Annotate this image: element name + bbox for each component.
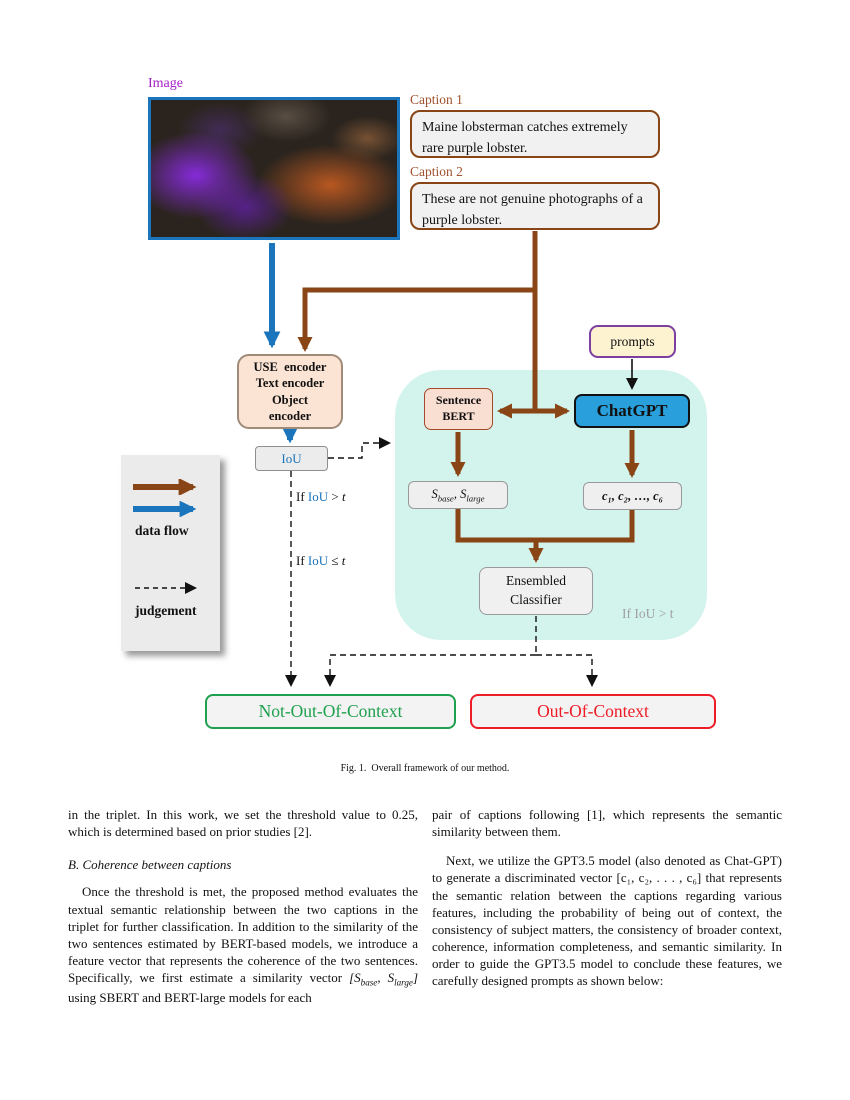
iou-box: IoU [255, 446, 328, 471]
caption-1-text: Maine lobsterman catches extremely rare … [422, 120, 628, 156]
use-encoder-box: USE encoder Text encoder Object encoder [237, 354, 343, 429]
lobster-photo [148, 97, 400, 240]
similarity-vector-math: [Sbase, Slarge] [349, 970, 418, 988]
c-vector-box: c₁, c₂, …, c₆ [583, 482, 682, 510]
sentence-bert-box: Sentence BERT [424, 388, 493, 430]
caption-1-box: Maine lobsterman catches extremely rare … [410, 110, 660, 158]
use-encoder-line: encoder [268, 408, 312, 423]
ensembled-line: Ensembled [506, 573, 566, 589]
not-out-of-context-box: Not-Out-Of-Context [205, 694, 456, 729]
out-of-context-label: Out-Of-Context [537, 701, 649, 721]
iou-gt-judgement-arrow [328, 437, 391, 459]
body-paragraph: in the triplet. In this work, we set the… [68, 807, 418, 840]
s-vector-text: Sbase, Slarge [431, 486, 485, 504]
figure-caption: Fig. 1. Overall framework of our method. [340, 763, 510, 774]
figure-1: Image Caption 1 Maine lobsterman catches… [121, 76, 716, 774]
ensembled-classifier-box: Ensembled Classifier [479, 567, 593, 615]
ensembled-line: Classifier [510, 592, 562, 607]
section-heading: B. Coherence between captions [68, 857, 232, 873]
use-encoder-line: Text encoder [255, 376, 325, 391]
s-vector-box: Sbase, Slarge [408, 481, 508, 509]
ensembled-to-ooc-arrow [536, 654, 598, 687]
caption-1-label: Caption 1 [410, 92, 463, 107]
data-flow-blue-arrow-icon [133, 501, 197, 517]
legend-data-flow-label: data flow [135, 523, 189, 538]
use-encoder-line: Object [271, 392, 309, 407]
prompts-label: prompts [610, 333, 655, 349]
image-label: Image [148, 76, 183, 91]
left-column: in the triplet. In this work, we set the… [68, 806, 418, 1006]
caption-2-label: Caption 2 [410, 164, 463, 179]
c-vector-text: c₁, c₂, …, c₆ [602, 488, 663, 503]
legend-box: data flow judgement [121, 455, 220, 651]
right-column: pair of captions following [1], which re… [432, 806, 782, 1006]
chatgpt-label: ChatGPT [596, 401, 668, 420]
sentence-bert-line: BERT [442, 409, 475, 423]
body-paragraph: pair of captions following [1], which re… [432, 807, 782, 840]
condition-iou-le: If IoU ≤ t [296, 553, 346, 568]
body-paragraph: Once the threshold is met, the proposed … [68, 884, 418, 1005]
caption-2-box: These are not genuine photographs of a p… [410, 182, 660, 230]
caption-2-text: These are not genuine photographs of a p… [422, 192, 643, 228]
legend-judgement-label: judgement [135, 603, 197, 618]
body-text: in the triplet. In this work, we set the… [68, 806, 782, 1006]
iou-label: IoU [281, 450, 302, 466]
body-paragraph: Next, we utilize the GPT3.5 model (also … [432, 853, 782, 989]
out-of-context-box: Out-Of-Context [470, 694, 716, 729]
condition-iou-gt: If IoU > t [296, 489, 346, 504]
ensembled-to-not-ooc-arrow [324, 654, 536, 687]
not-out-of-context-label: Not-Out-Of-Context [258, 701, 403, 721]
prompts-box: prompts [589, 325, 676, 358]
data-flow-brown-arrow-icon [133, 479, 197, 495]
chatgpt-box: ChatGPT [574, 394, 690, 428]
judgement-dashed-arrow-icon [135, 582, 197, 594]
use-encoder-line: USE encoder [253, 360, 327, 374]
sentence-bert-line: Sentence [435, 393, 482, 408]
captions-to-use-encoder-arrow [297, 287, 537, 352]
condition-iou-gt-inner: If IoU > t [622, 606, 674, 621]
